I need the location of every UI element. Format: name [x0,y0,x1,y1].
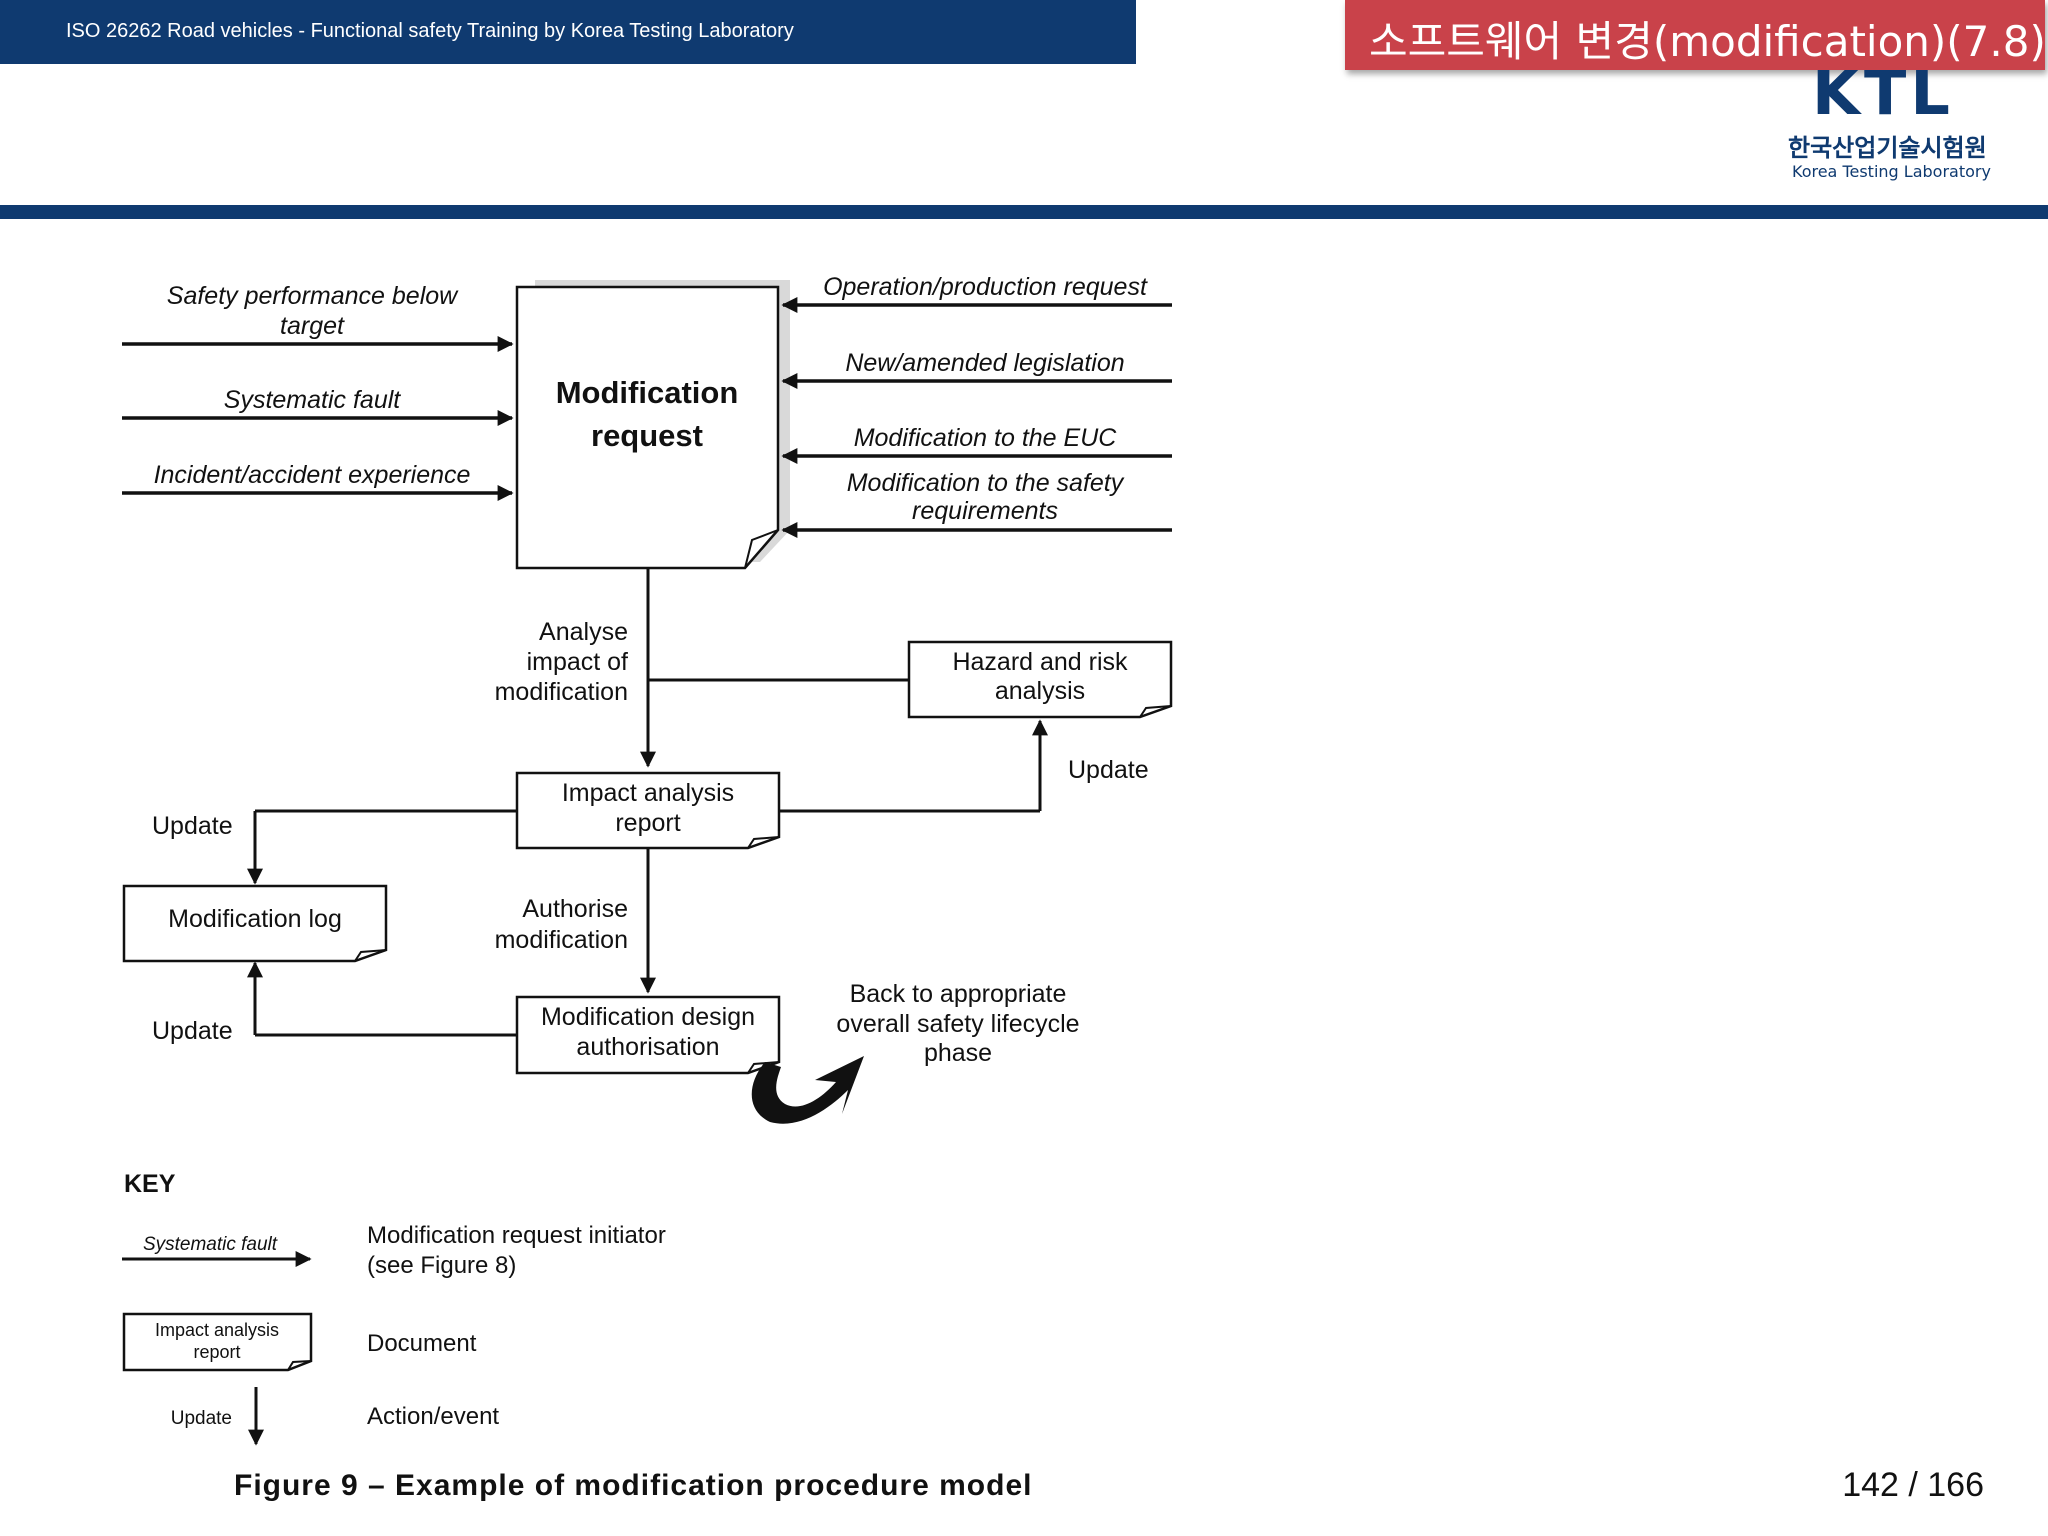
design-authorisation-box: Modification design authorisation [515,995,781,1075]
key-title: KEY [124,1170,176,1198]
analyse-label-1: Analyse [539,618,628,646]
key-initiator-desc-1: Modification request initiator [367,1222,666,1249]
update-log-bottom-label: Update [152,1017,233,1045]
key-action-example: Update [171,1408,232,1429]
ktl-logo: KTL 한국산업기술시험원 Korea Testing Laboratory [1780,70,2000,185]
impact-report-box: Impact analysis report [515,771,781,850]
initiator-safety-performance-1: Safety performance below [167,282,459,310]
design-auth-label-1: Modification design [541,1003,755,1031]
ktl-logo-english-name: Korea Testing Laboratory [1792,162,1991,181]
right-initiators: Operation/production request New/amended… [781,273,1172,538]
header-divider [0,205,2048,219]
update-hazard-label: Update [1068,756,1149,784]
main-flow-connectors [640,568,909,994]
authorise-label-1: Authorise [522,895,628,923]
key-document-example: Impact analysis report [122,1312,313,1372]
key-action-desc: Action/event [367,1403,499,1430]
key-document-desc: Document [367,1330,477,1357]
modification-request-label-2: request [591,418,703,453]
modification-request-box: Modification request [515,280,790,570]
slide-title-box: 소프트웨어 변경(modification)(7.8) [1345,0,2046,70]
hazard-label-1: Hazard and risk [952,648,1128,676]
update-log-top-label: Update [152,812,233,840]
back-to-label-3: phase [924,1039,992,1067]
hazard-risk-box: Hazard and risk analysis [907,640,1173,719]
analyse-label-3: modification [495,678,628,706]
page-number: 142 / 166 [1842,1466,1984,1504]
figure-caption: Figure 9 – Example of modification proce… [234,1469,1032,1502]
initiator-systematic-fault: Systematic fault [224,386,402,414]
key-document-example-2: report [193,1342,240,1362]
design-auth-label-2: authorisation [576,1033,719,1061]
initiator-legislation: New/amended legislation [845,349,1124,377]
back-to-label-2: overall safety lifecycle [836,1010,1079,1038]
impact-report-label-2: report [615,809,680,837]
key-initiator-example: Systematic fault [143,1234,278,1255]
key-initiator-desc-2: (see Figure 8) [367,1252,516,1279]
slide-title: 소프트웨어 변경(modification)(7.8) [1369,17,2046,66]
course-title: ISO 26262 Road vehicles - Functional saf… [66,20,794,42]
initiator-safety-requirements-1: Modification to the safety [847,469,1125,497]
header-bar: ISO 26262 Road vehicles - Functional saf… [0,0,1136,64]
initiator-safety-requirements-2: requirements [912,497,1058,525]
initiator-incident-accident: Incident/accident experience [154,461,471,489]
key-document-example-1: Impact analysis [155,1320,279,1340]
modification-log-box: Modification log [122,884,388,963]
ktl-logo-mark: KTL [1812,70,1954,116]
initiator-operation-production: Operation/production request [823,273,1148,301]
modification-log-label: Modification log [168,905,342,933]
initiator-safety-performance-2: target [280,312,345,340]
analyse-label-2: impact of [527,648,628,676]
impact-report-label-1: Impact analysis [562,779,734,807]
modification-request-label-1: Modification [556,375,739,410]
hazard-label-2: analysis [995,677,1085,705]
back-arrow-icon [751,1056,864,1124]
initiator-euc: Modification to the EUC [854,424,1118,452]
ktl-logo-korean-name: 한국산업기술시험원 [1788,134,1987,162]
back-to-label-1: Back to appropriate [850,980,1067,1008]
authorise-label-2: modification [495,926,628,954]
left-initiators: Safety performance below target Systemat… [122,282,514,501]
